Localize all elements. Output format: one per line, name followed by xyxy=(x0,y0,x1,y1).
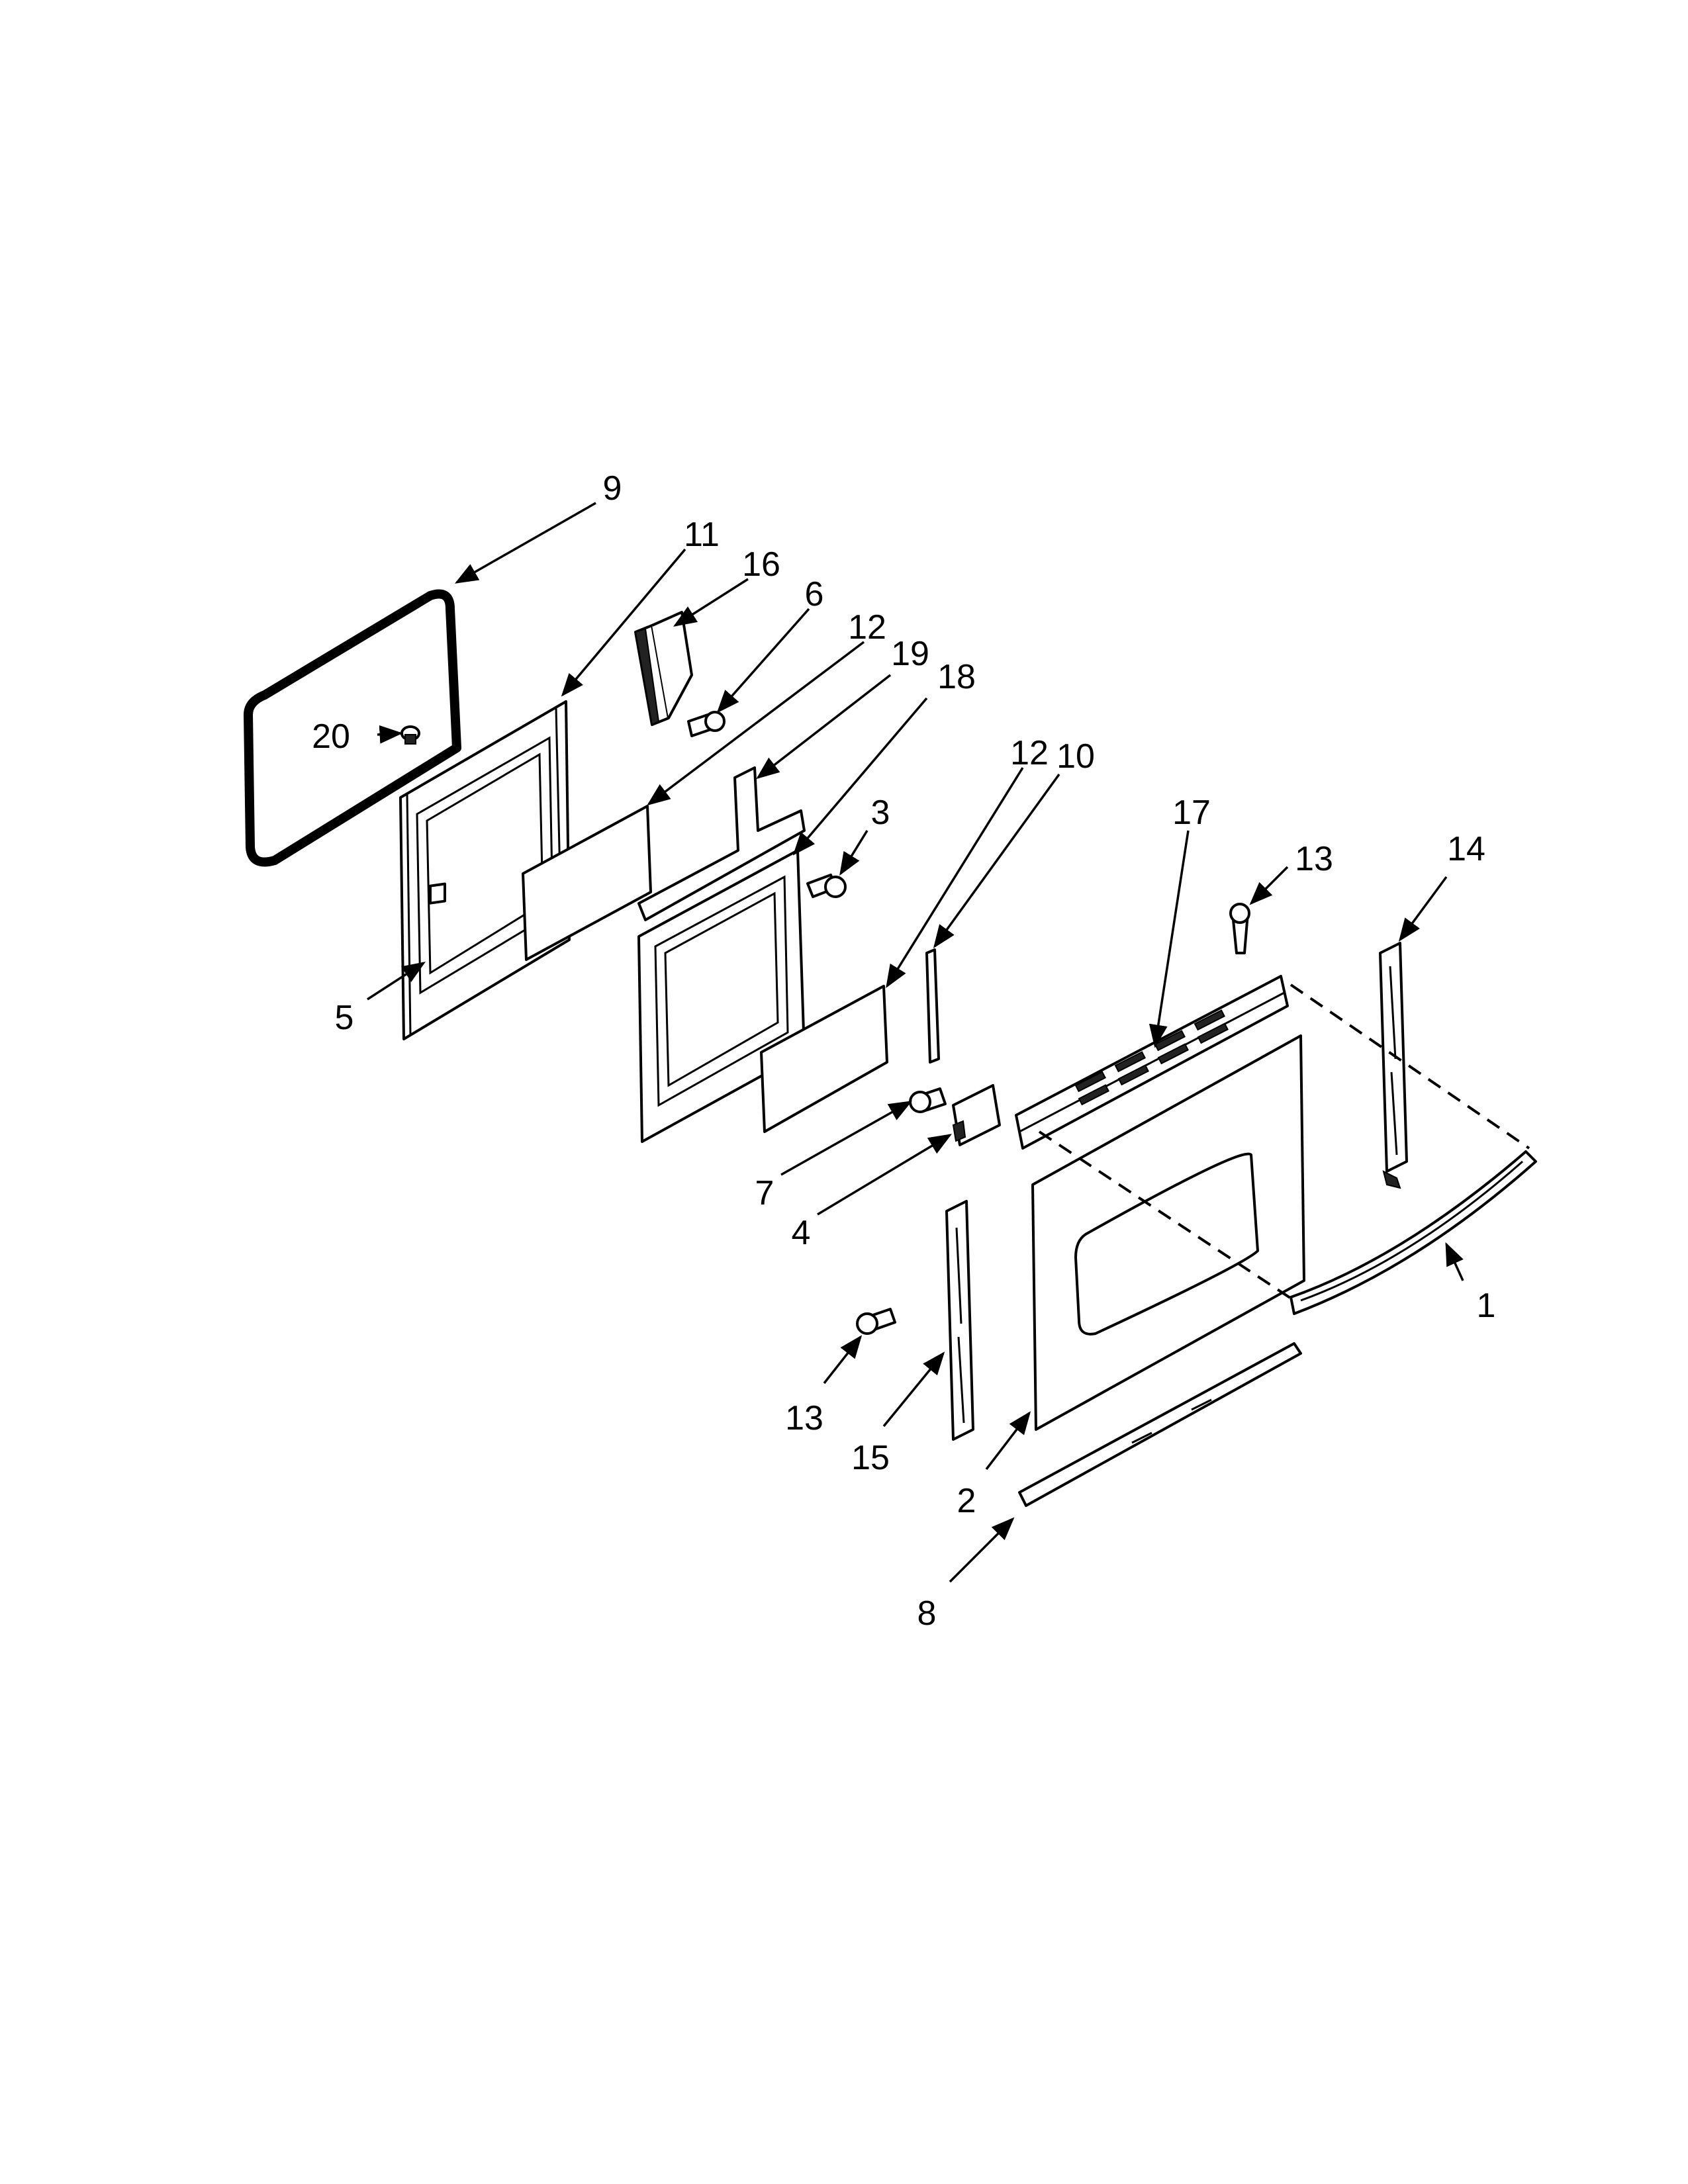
callout-20: 20 xyxy=(312,717,350,756)
part-8-bottom-trim xyxy=(1018,1342,1302,1507)
callout-12-lower: 12 xyxy=(1010,734,1049,772)
callout-13-upper: 13 xyxy=(1295,840,1333,878)
part-10-strip xyxy=(925,948,940,1064)
part-16-hinge xyxy=(634,611,693,726)
callout-16: 16 xyxy=(742,545,780,584)
callout-9: 9 xyxy=(603,469,622,508)
callout-6: 6 xyxy=(805,575,824,614)
callout-12-upper: 12 xyxy=(848,608,886,647)
part-2-outer-door-panel xyxy=(1031,1034,1305,1431)
callout-11: 11 xyxy=(684,516,720,554)
part-20-screw xyxy=(400,725,420,745)
callout-5: 5 xyxy=(335,999,354,1037)
callout-18: 18 xyxy=(937,658,976,696)
part-3-screw xyxy=(806,874,847,898)
part-9-door-gasket xyxy=(244,589,461,867)
callout-17: 17 xyxy=(1172,794,1211,832)
callout-14: 14 xyxy=(1447,830,1485,868)
callout-3: 3 xyxy=(871,794,890,832)
callout-7: 7 xyxy=(755,1174,774,1212)
leader-lines xyxy=(367,502,1464,1583)
callout-labels: 9 11 16 6 12 19 18 3 12 10 17 13 14 20 5… xyxy=(312,469,1495,1633)
part-13-screw-lower xyxy=(856,1308,896,1335)
callout-4: 4 xyxy=(792,1214,811,1252)
callout-15: 15 xyxy=(851,1439,890,1477)
callout-8: 8 xyxy=(917,1594,937,1633)
part-7-screw xyxy=(909,1087,947,1113)
part-13-screw-upper xyxy=(1229,903,1250,954)
callout-1: 1 xyxy=(1477,1287,1496,1325)
part-12-glass-panel-lower xyxy=(760,985,888,1133)
part-19-insulation xyxy=(637,766,806,921)
part-4-bracket xyxy=(952,1084,1001,1146)
part-1-handle xyxy=(1289,1150,1537,1315)
part-6-screw xyxy=(687,711,726,737)
callout-2: 2 xyxy=(957,1482,976,1520)
callout-13-lower: 13 xyxy=(785,1399,823,1437)
part-12-glass-panel-upper xyxy=(522,805,652,961)
part-14-side-trim-right xyxy=(1379,942,1408,1189)
alignment-dashed-line xyxy=(1038,983,1530,1302)
part-15-side-trim-left xyxy=(945,1200,974,1441)
callout-19: 19 xyxy=(891,635,929,673)
callout-10: 10 xyxy=(1056,737,1095,776)
part-5-clip xyxy=(429,882,446,905)
